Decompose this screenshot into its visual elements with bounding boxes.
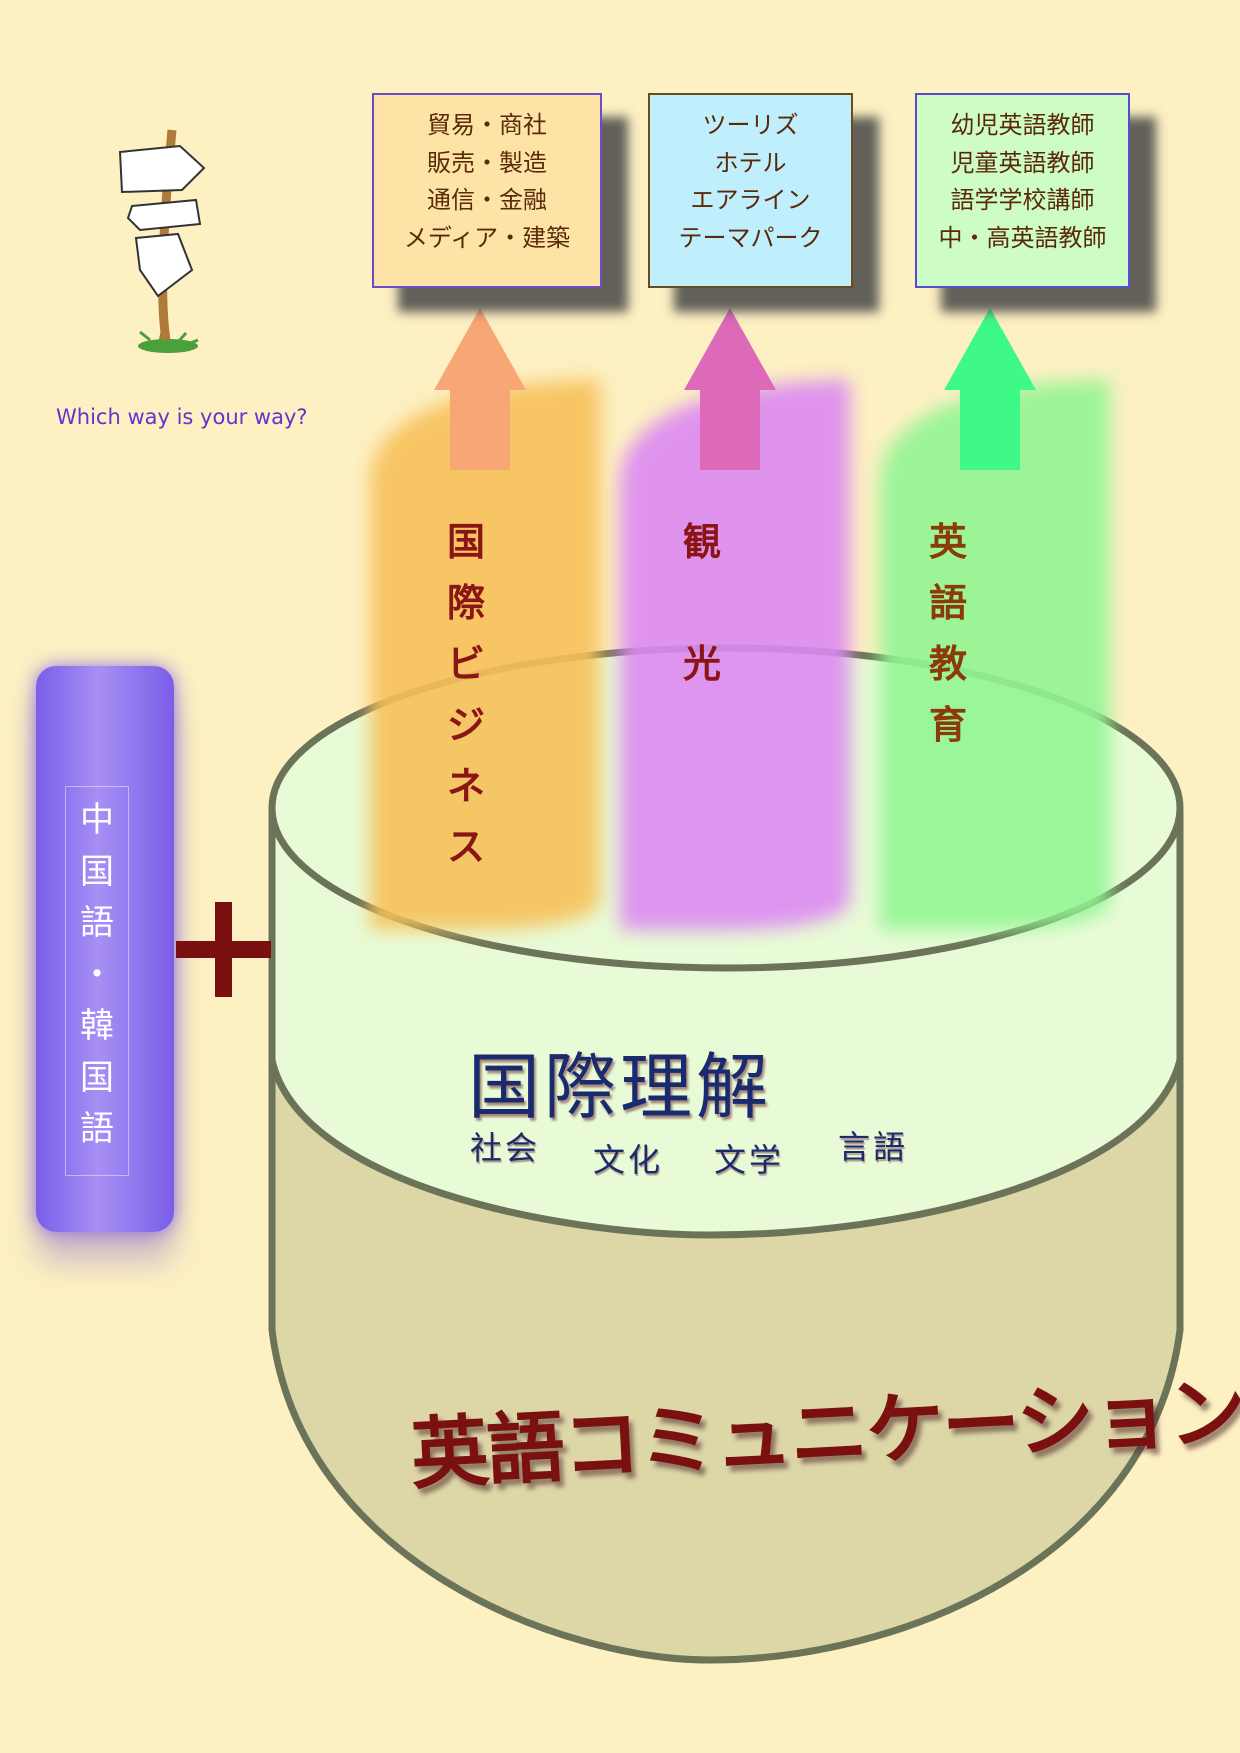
path-column-business (370, 380, 600, 930)
box-line: 通信・金融 (427, 186, 547, 214)
path-column-education (880, 380, 1110, 930)
path-char: 観 (682, 520, 721, 564)
path-char: 国 (446, 520, 485, 564)
plus-sign (176, 902, 271, 997)
arrow-up-icon (944, 308, 1036, 470)
path-char: ジ (446, 703, 485, 747)
box-line: ツーリズ (702, 111, 799, 139)
career-box-tourism: ツーリズ ホテル エアライン テーマパーク (648, 93, 853, 288)
arrow-up-icon (434, 308, 526, 470)
path-label-education: 英 語 教 育 (918, 512, 978, 756)
box-line: 児童英語教師 (950, 148, 1095, 177)
signpost-icon (118, 129, 206, 353)
path-char: ス (446, 825, 485, 869)
path-label-business: 国 際 ビ ジ ネ ス (436, 512, 496, 878)
pillar-char: ・ (80, 954, 114, 995)
language-pillar: 中 国 語 ・ 韓 国 語 (36, 666, 174, 1232)
path-char: 英 (928, 520, 967, 564)
path-char: 語 (928, 581, 967, 625)
pillar-char: 国 (80, 851, 114, 892)
career-box-education: 幼児英語教師 児童英語教師 語学学校講師 中・高英語教師 (915, 93, 1130, 288)
path-char (672, 573, 732, 634)
sub-culture: 文化 (593, 1141, 664, 1179)
pillar-char: 語 (80, 903, 114, 943)
path-label-tourism: 観 光 (672, 512, 732, 695)
path-char: 際 (446, 581, 485, 625)
path-char: 教 (928, 642, 967, 686)
tagline: Which way is your way? (56, 405, 308, 429)
sub-society: 社会 (470, 1129, 541, 1167)
pillar-char: 中 (80, 800, 114, 840)
international-understanding-title: 国際理解 (467, 1045, 772, 1129)
box-line: メディア・建築 (403, 223, 571, 252)
career-box-business: 貿易・商社 販売・製造 通信・金融 メディア・建築 (372, 93, 602, 288)
box-line: 幼児英語教師 (950, 111, 1095, 139)
pillar-char: 国 (80, 1057, 114, 1098)
path-char: ビ (446, 642, 485, 686)
arrow-up-icon (684, 308, 776, 470)
box-line: 語学学校講師 (950, 186, 1095, 214)
sub-language: 言語 (838, 1128, 909, 1166)
path-column-tourism (620, 380, 850, 930)
path-char: 光 (682, 642, 721, 686)
box-line: 中・高英語教師 (938, 223, 1107, 252)
path-char: 育 (928, 703, 967, 747)
sub-literature: 文学 (714, 1141, 785, 1179)
box-line: テーマパーク (678, 223, 823, 252)
language-pillar-label: 中 国 語 ・ 韓 国 語 (65, 786, 129, 1176)
box-line: 貿易・商社 (427, 111, 547, 139)
box-line: 販売・製造 (427, 148, 547, 177)
pillar-char: 韓 (80, 1006, 114, 1046)
box-line: エアライン (690, 186, 811, 214)
box-line: ホテル (714, 148, 787, 177)
path-char: ネ (446, 764, 485, 808)
pillar-char: 語 (80, 1109, 114, 1149)
